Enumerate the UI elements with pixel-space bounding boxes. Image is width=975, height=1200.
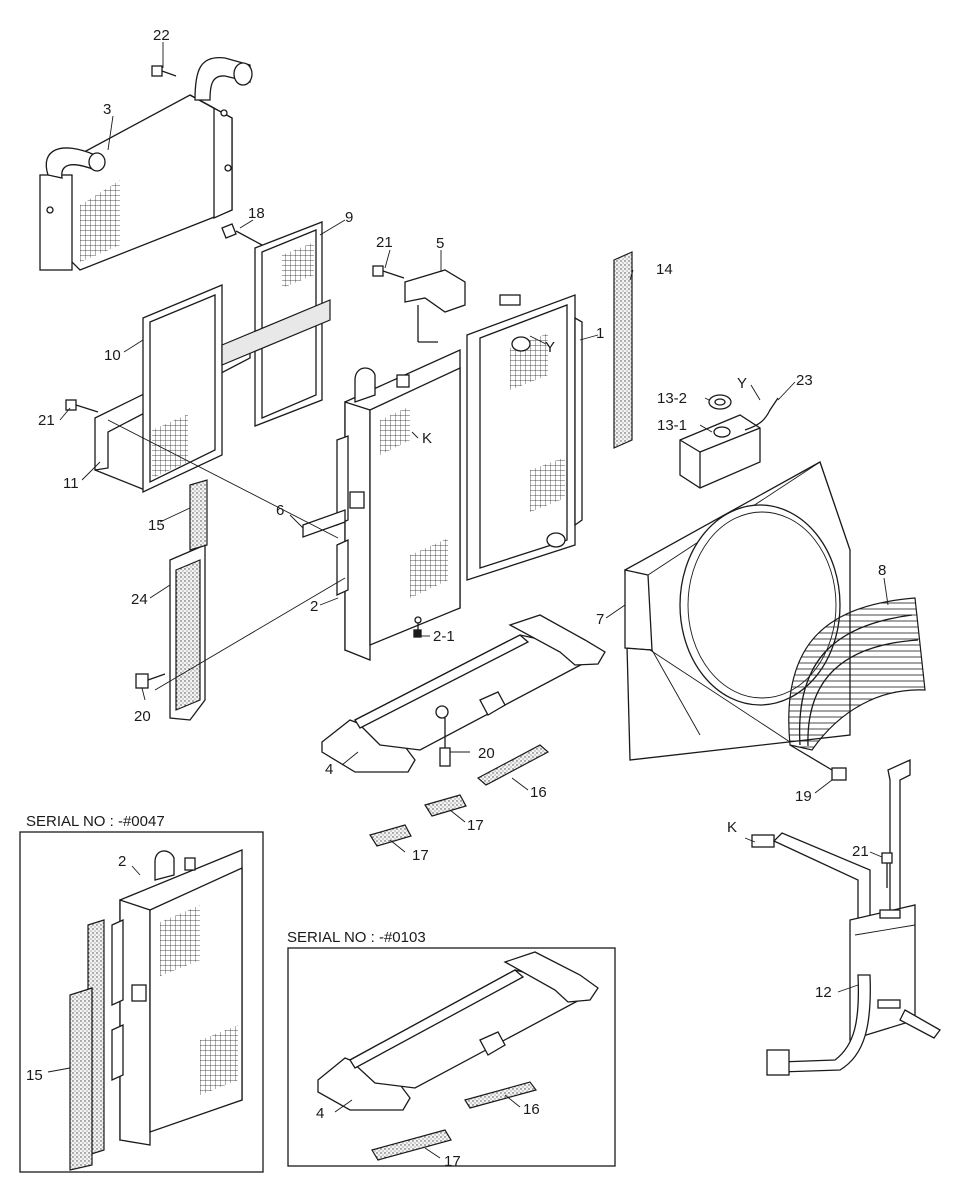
inset-serial-0047	[19, 831, 264, 1173]
bracket-part-5	[404, 269, 466, 343]
pad-part-16	[476, 744, 550, 786]
label-ref-Y-2: Y	[737, 375, 747, 392]
label-ref-Y-1: Y	[545, 339, 555, 356]
pad-part-17-upper	[424, 794, 467, 817]
intercooler-part-3	[39, 57, 253, 271]
label-ref-K-1: K	[422, 430, 432, 447]
guard-part-8	[788, 597, 926, 751]
label-part-2-1: 2-1	[433, 628, 455, 645]
label-part-14: 14	[656, 261, 673, 278]
cooler-part-1	[466, 294, 583, 581]
label-part-20-left: 20	[134, 708, 151, 725]
cap-part-13-2	[708, 394, 732, 410]
support-frame-part-12	[751, 758, 941, 1076]
bolt-part-18	[221, 223, 263, 246]
bolt-part-21-right	[881, 852, 893, 888]
bolt-part-21-upper	[372, 265, 405, 279]
label-part-2: 2	[310, 598, 318, 615]
inset-a-label-part-2: 2	[118, 853, 126, 870]
bolt-part-22	[151, 65, 177, 77]
part-labels: 22 3 18 9 21 5 14 1 Y 10 Y 23 13-2 21 13…	[26, 27, 886, 1170]
label-part-20-center: 20	[478, 745, 495, 762]
label-part-21-upper: 21	[376, 234, 393, 251]
label-part-16: 16	[530, 784, 547, 801]
label-part-19: 19	[795, 788, 812, 805]
inset-b-serial-title: SERIAL NO : -#0103	[287, 929, 426, 946]
label-part-15: 15	[148, 517, 165, 534]
label-part-9: 9	[345, 209, 353, 226]
label-part-7: 7	[596, 611, 604, 628]
seal-part-14	[613, 251, 633, 449]
bolt-part-20-center	[439, 718, 451, 767]
seal-part-15	[189, 479, 208, 551]
inset-b-label-part-16: 16	[523, 1101, 540, 1118]
seal-part-24	[169, 544, 206, 721]
bolt-part-21-left	[65, 399, 99, 413]
frame-part-10	[142, 284, 331, 494]
label-part-1: 1	[596, 325, 604, 342]
label-part-21-left: 21	[38, 412, 55, 429]
reservoir-part-13-1	[679, 414, 761, 489]
pad-part-17-lower	[369, 824, 412, 847]
inset-b-label-part-4: 4	[316, 1105, 324, 1122]
label-ref-K-2: K	[727, 819, 737, 836]
label-part-23: 23	[796, 372, 813, 389]
label-part-6: 6	[276, 502, 284, 519]
leader-lines	[59, 42, 889, 1081]
inset-serial-0103	[287, 947, 616, 1167]
label-part-13-1: 13-1	[657, 417, 687, 434]
label-part-22: 22	[153, 27, 170, 44]
label-part-10: 10	[104, 347, 121, 364]
label-part-17-upper: 17	[467, 817, 484, 834]
bolt-part-2-1	[413, 623, 422, 638]
inset-b-label-part-17: 17	[444, 1153, 461, 1170]
bolt-part-19	[789, 744, 847, 781]
label-part-24: 24	[131, 591, 148, 608]
label-part-18: 18	[248, 205, 265, 222]
inset-a-serial-title: SERIAL NO : -#0047	[26, 813, 165, 830]
label-part-4: 4	[325, 761, 333, 778]
label-part-3: 3	[103, 101, 111, 118]
bracket-part-6	[302, 509, 346, 538]
label-part-8: 8	[878, 562, 886, 579]
bolt-part-20-left	[135, 673, 166, 689]
base-part-4	[321, 614, 606, 773]
label-part-5: 5	[436, 235, 444, 252]
label-part-13-2: 13-2	[657, 390, 687, 407]
inset-a-label-part-15: 15	[26, 1067, 43, 1084]
label-part-21-right: 21	[852, 843, 869, 860]
radiator-part-2	[336, 348, 461, 661]
label-part-12: 12	[815, 984, 832, 1001]
label-part-11: 11	[63, 475, 79, 492]
hose-part-23	[744, 397, 779, 431]
label-part-17-lower: 17	[412, 847, 429, 864]
